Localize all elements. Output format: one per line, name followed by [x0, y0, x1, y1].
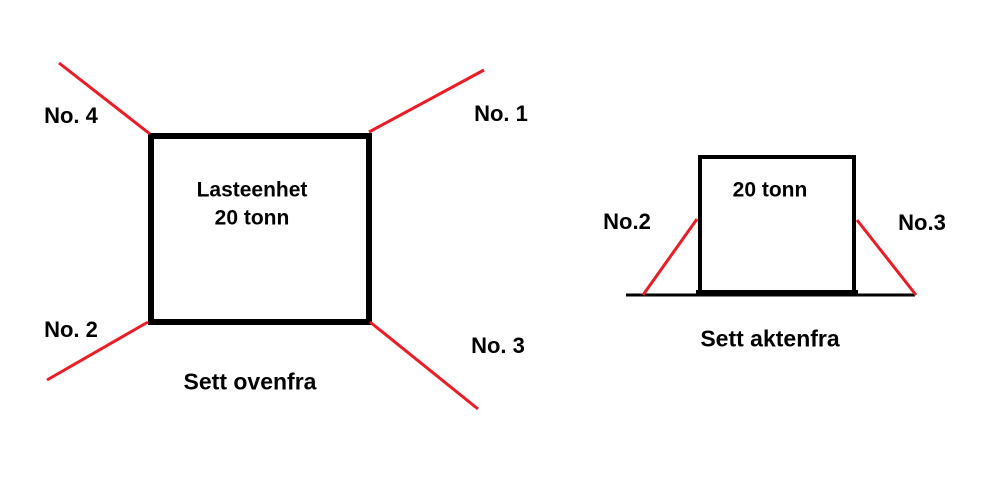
sling-label-no2: No. 2	[44, 317, 98, 342]
aft-sling-label-no2: No.2	[603, 209, 651, 234]
sling-line-aft-no2	[641, 218, 699, 296]
load-unit-label-line1: Lasteenhet	[196, 178, 308, 202]
sling-label-no4: No. 4	[44, 103, 98, 128]
sling-line-no3	[369, 320, 479, 411]
aft-view-caption: Sett aktenfra	[700, 325, 840, 352]
aft-sling-label-no3: No.3	[898, 210, 946, 235]
sling-label-no1: No. 1	[474, 101, 528, 126]
load-unit-outline-top	[148, 133, 372, 325]
sling-line-no1	[368, 68, 485, 134]
sling-line-no2	[46, 320, 149, 382]
sling-label-no3: No. 3	[471, 333, 525, 358]
aft-load-unit-label: 20 tonn	[732, 178, 808, 202]
sling-line-no4	[58, 61, 151, 136]
top-view-shapes	[46, 61, 485, 411]
sling-line-aft-no3	[855, 219, 918, 296]
aft-view-shapes	[626, 155, 918, 297]
top-view-caption: Sett ovenfra	[183, 368, 317, 395]
load-unit-outline-aft	[698, 155, 856, 295]
load-unit-label-line2: 20 tonn	[214, 206, 290, 230]
